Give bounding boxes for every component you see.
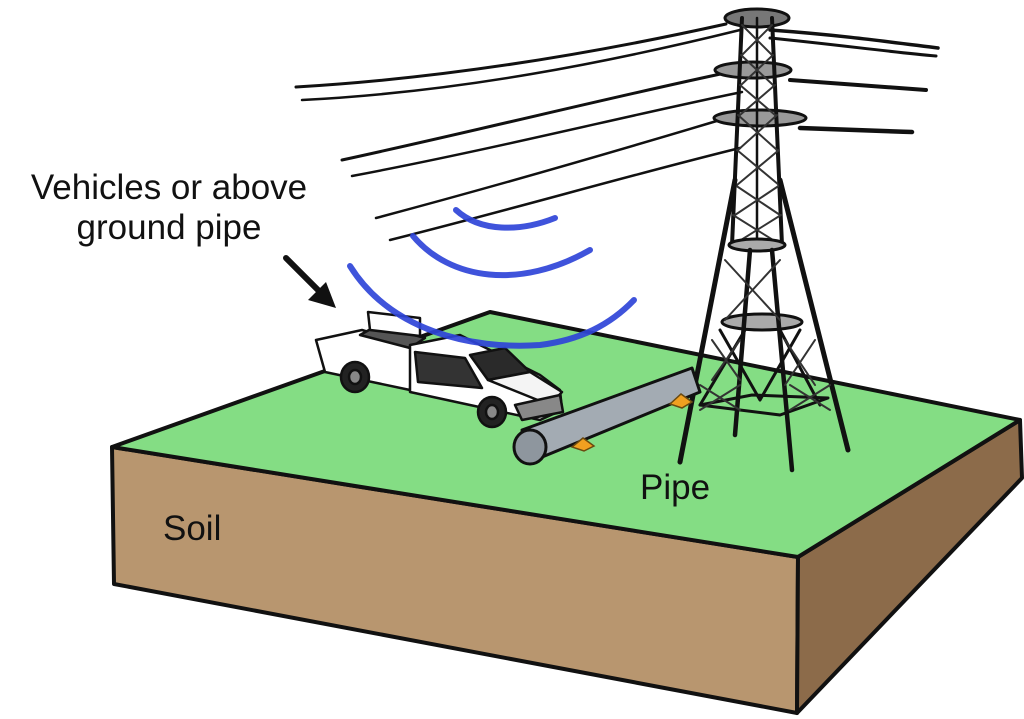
em-wave-middle <box>410 233 593 279</box>
vehicles-label-line2: ground pipe <box>76 208 262 247</box>
transmission-tower <box>677 7 851 473</box>
power-line <box>797 125 915 135</box>
power-line <box>350 90 744 178</box>
ground-block <box>110 310 1024 715</box>
power-line <box>388 146 742 242</box>
em-wave-outer <box>347 263 637 349</box>
power-line <box>374 118 722 220</box>
power-line <box>340 70 732 162</box>
pipe-support <box>668 393 694 409</box>
em-field-waves <box>347 207 637 349</box>
power-line <box>788 78 928 92</box>
vehicles-label-line1: Vehicles or above <box>30 168 308 207</box>
power-line <box>768 36 938 58</box>
pipeline <box>512 366 702 466</box>
utility-truck <box>314 310 565 429</box>
pipe-support <box>570 437 596 452</box>
pipe-end <box>512 428 548 466</box>
pipe-label: Pipe <box>640 468 711 507</box>
power-line <box>768 28 940 50</box>
power-line <box>294 22 728 89</box>
vehicles-label: Vehicles or above ground pipe <box>4 168 334 248</box>
em-wave-inner <box>453 207 558 231</box>
soil-label: Soil <box>163 509 222 548</box>
power-line <box>300 28 742 102</box>
arrow-icon <box>283 255 336 308</box>
power-lines <box>294 22 940 242</box>
